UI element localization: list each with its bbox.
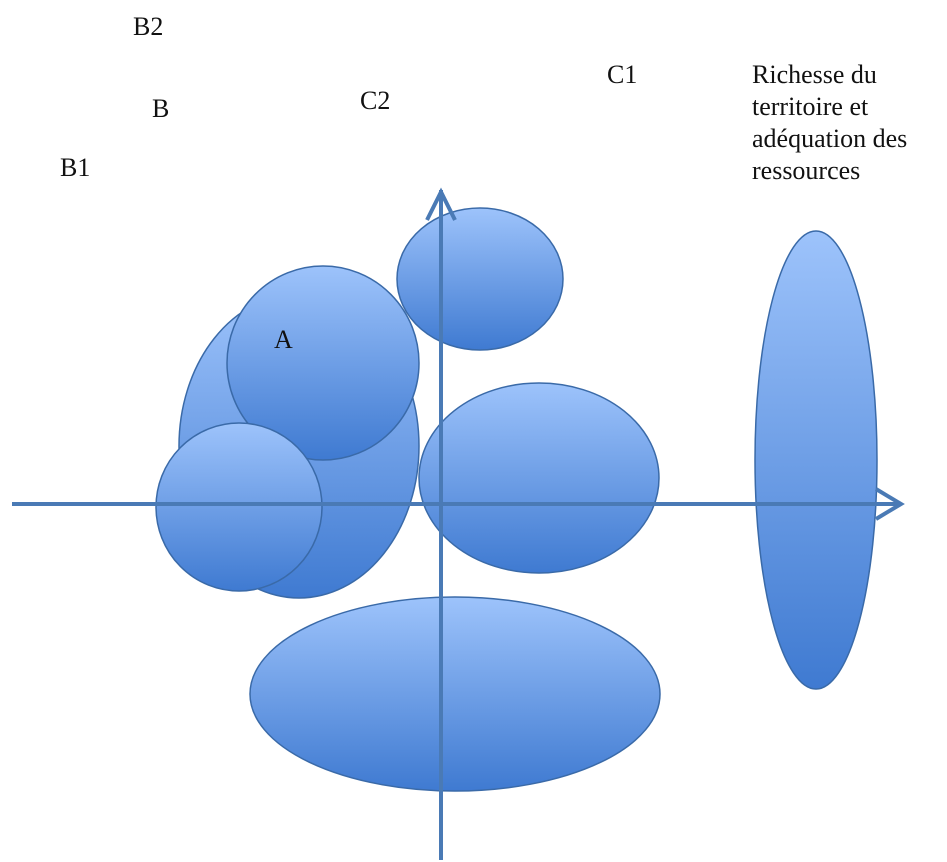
label-b: B	[152, 94, 170, 123]
ellipse-resources	[754, 230, 878, 690]
label-b2: B2	[133, 12, 164, 41]
ellipse-c2	[396, 207, 564, 351]
ellipse-c1	[418, 382, 660, 574]
label-c2: C2	[360, 86, 391, 115]
label-b1: B1	[60, 153, 91, 182]
ellipse-bottom	[249, 596, 661, 792]
label-a: A	[274, 325, 293, 354]
circle-a	[226, 265, 420, 461]
vertical-axis-arrowhead	[425, 187, 457, 221]
horizontal-axis-arrowhead	[874, 487, 905, 521]
label-resource-axis: Richesse du territoire et adéquation des…	[752, 60, 908, 185]
circle-b1	[155, 422, 323, 592]
label-c1: C1	[607, 60, 638, 89]
